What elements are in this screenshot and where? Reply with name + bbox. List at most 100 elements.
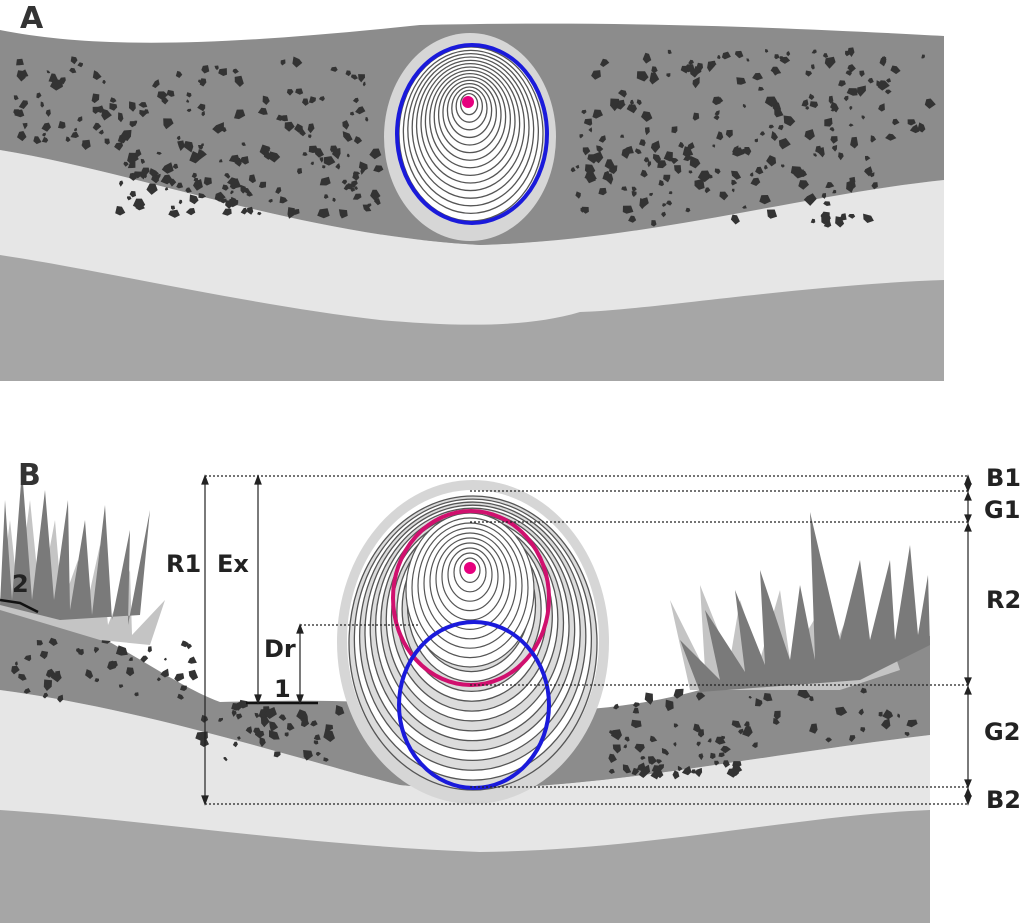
pebble [689,68,700,78]
pebble [350,74,358,80]
pebble [600,58,610,67]
pebble [161,97,169,105]
pebble [259,737,266,747]
pebble [651,220,657,227]
pebble [120,129,132,142]
pebble [92,122,102,131]
pebble [308,134,312,139]
pebble [754,138,758,143]
pebble [823,201,831,206]
growth-ring [437,76,502,154]
pebble [692,76,700,89]
pebble [17,131,27,142]
pebble [763,693,773,702]
pebble [254,712,260,719]
pebble [160,668,169,678]
pebble [39,650,49,660]
pebble [163,118,174,130]
pebble [881,718,891,730]
pebble [48,637,58,646]
pebble [323,156,336,166]
pebble [91,93,100,104]
pebble [335,705,345,716]
pebble [221,127,227,133]
pebble [848,214,856,219]
panel-b-blue-circle [397,620,551,790]
pebble [115,645,128,656]
pebble [74,127,78,132]
pebble [186,108,192,113]
pebble [832,189,837,194]
pebble [119,180,124,187]
pebble [622,764,632,774]
pebble [214,191,226,202]
pebble [218,159,223,163]
pebble [664,751,670,756]
pebble [18,673,27,681]
pebble [869,172,875,178]
pebble [644,692,653,705]
pebble [631,719,642,729]
label-g2: G2 [984,718,1020,746]
pebble [45,109,51,117]
pebble [749,172,754,177]
pebble [584,164,596,176]
pebble [692,112,700,121]
pebble [752,72,763,81]
pebble [96,105,104,113]
pebble [626,104,637,114]
pebble [665,699,674,712]
pebble [722,760,730,768]
pebble [22,122,28,130]
pebble [42,692,49,699]
pebble [634,743,645,753]
pebble [149,168,159,177]
growth-ring [451,86,488,131]
pebble [828,95,834,104]
pebble [41,122,51,132]
pebble [164,187,169,191]
pebble [743,147,752,156]
pebble [351,180,358,189]
pebble [41,136,49,143]
pebble [670,157,679,165]
pebble [147,646,152,653]
pebble [198,145,203,150]
label-marker-1: 1 [274,675,291,703]
pebble [831,145,838,152]
pebble [310,161,314,166]
pebble [734,50,744,59]
pebble [140,655,149,663]
pebble [849,735,856,742]
pebble [604,159,616,169]
pebble [683,154,692,162]
pebble [714,110,720,116]
pebble [254,730,265,739]
pebble [631,767,639,776]
pebble [861,115,866,120]
pebble [352,172,360,181]
pebble [592,109,603,119]
pebble [858,708,864,716]
pebble [886,78,891,83]
pebble [750,177,761,186]
pebble [764,165,768,170]
pebble [663,174,671,183]
pebble [362,81,366,87]
pebble [70,131,79,138]
pebble [335,163,341,170]
pebble [199,78,207,87]
pebble [694,767,703,778]
panel-b-grass-right [670,512,930,692]
pebble [308,96,316,104]
pebble [129,172,137,181]
pebble [860,687,867,694]
pebble [824,117,833,127]
pebble [186,92,192,98]
pebble [810,218,816,224]
pebble [85,669,94,679]
pebble [924,98,936,109]
pebble [631,186,637,193]
pebble [738,728,744,735]
pebble [580,207,584,213]
